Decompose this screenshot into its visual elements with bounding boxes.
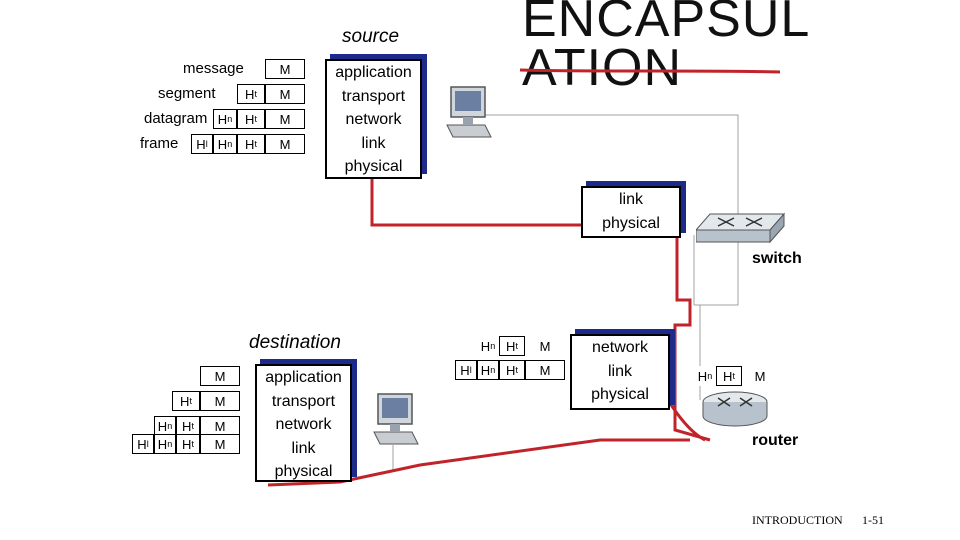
- payload-cell: M: [200, 366, 240, 386]
- stack-layer-network: network: [345, 111, 402, 128]
- payload-cell: M: [200, 391, 240, 411]
- stack-layer-physical: physical: [602, 214, 660, 232]
- switch-label: switch: [752, 250, 802, 267]
- stack-layer-physical: physical: [344, 158, 403, 175]
- payload-cell: M: [265, 59, 305, 79]
- footer-page-number: 1-51: [862, 513, 884, 527]
- footer-section: INTRODUCTION: [752, 513, 843, 527]
- payload-cell: M: [200, 416, 240, 436]
- stack-layer-link: link: [607, 362, 632, 380]
- pdu-name-message: message: [183, 60, 244, 77]
- router-protocol-stack: network link physical: [570, 334, 670, 410]
- source-label: source: [342, 26, 400, 47]
- payload-cell: M: [525, 360, 565, 380]
- pdu-name-frame: frame: [140, 135, 179, 152]
- source-computer-icon: [446, 86, 492, 138]
- stack-layer-transport: transport: [271, 392, 336, 410]
- switch-icon: [696, 212, 786, 244]
- stack-layer-link: link: [361, 134, 386, 152]
- slide-title-line2: ATION: [522, 39, 683, 97]
- router-icon: [702, 391, 768, 427]
- stack-layer-physical: physical: [274, 463, 333, 480]
- switch-protocol-stack: link physical: [581, 186, 681, 238]
- stack-layer-network: network: [591, 339, 649, 356]
- data-path-annotation: [267, 68, 781, 487]
- payload-cell: M: [525, 336, 565, 356]
- pdu-name-segment: segment: [158, 85, 216, 102]
- payload-cell: M: [742, 366, 778, 386]
- payload-cell: M: [265, 84, 305, 104]
- slide-title-line1: ENCAPSUL: [522, 0, 811, 48]
- link-lines: [392, 114, 739, 470]
- stack-layer-link: link: [291, 439, 316, 457]
- stack-layer-application: application: [335, 64, 412, 81]
- stack-layer-physical: physical: [591, 386, 649, 403]
- stack-layer-link: link: [618, 191, 643, 208]
- payload-cell: M: [265, 109, 305, 129]
- destination-label: destination: [249, 332, 341, 353]
- stack-layer-network: network: [275, 416, 332, 433]
- pdu-name-datagram: datagram: [144, 110, 208, 127]
- host-switch-link: [470, 114, 739, 306]
- destination-computer-icon: [373, 393, 419, 445]
- stack-layer-application: application: [265, 369, 342, 386]
- destination-protocol-stack: application transport network link physi…: [255, 364, 352, 482]
- stack-layer-transport: transport: [341, 87, 406, 105]
- payload-cell: M: [265, 134, 305, 154]
- source-protocol-stack: application transport network link physi…: [325, 59, 422, 179]
- payload-cell: M: [200, 434, 240, 454]
- router-label: router: [752, 432, 799, 449]
